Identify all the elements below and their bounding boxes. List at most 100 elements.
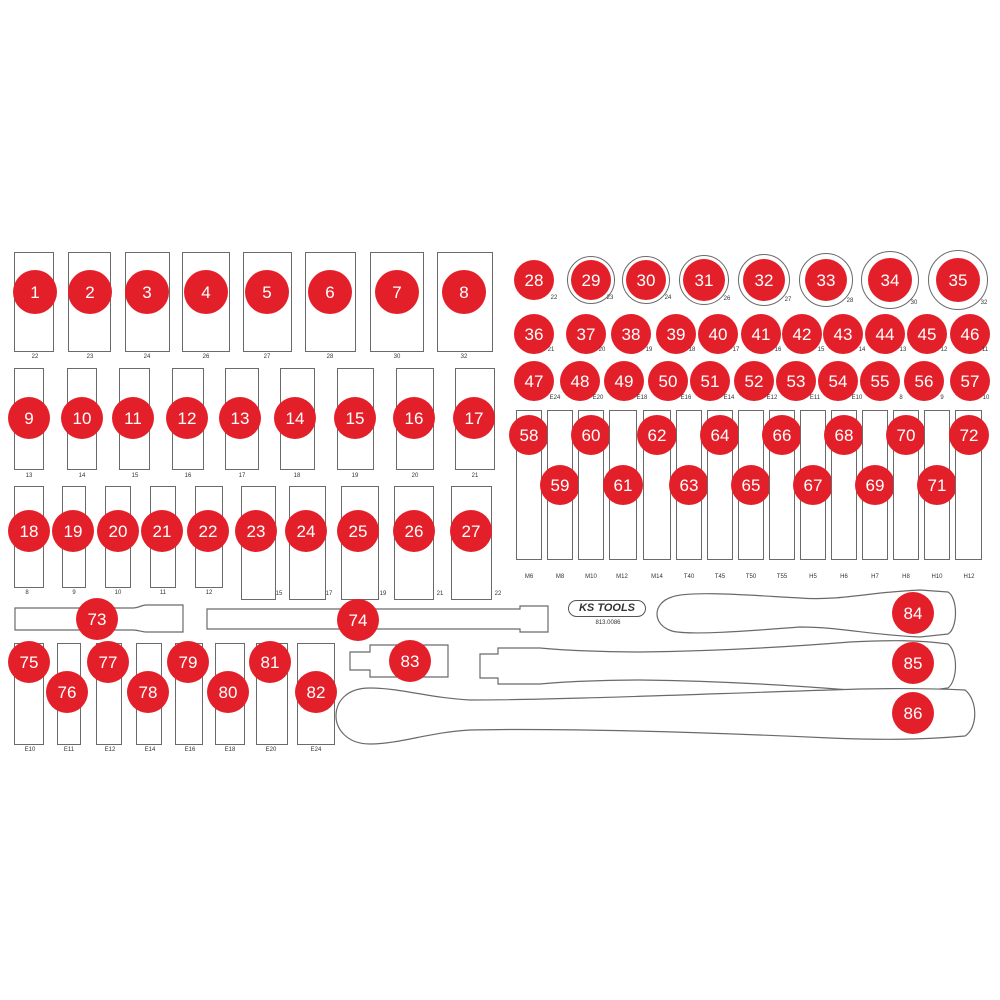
- item-number-badge: 3: [125, 270, 169, 314]
- size-label: E24: [549, 395, 561, 401]
- size-label: T45: [714, 574, 726, 580]
- size-label: 22: [31, 354, 39, 360]
- item-number-badge: 14: [274, 397, 316, 439]
- size-label: 26: [723, 296, 731, 302]
- item-number-badge: 24: [285, 510, 327, 552]
- item-number-badge: 77: [87, 641, 129, 683]
- size-label: H6: [840, 574, 848, 580]
- size-label: 9: [72, 590, 76, 596]
- size-label: 21: [547, 347, 555, 353]
- item-number-badge: 57: [950, 361, 990, 401]
- size-label: E24: [310, 747, 322, 753]
- item-number-badge: 1: [13, 270, 57, 314]
- item-number-badge: 19: [52, 510, 94, 552]
- size-label: 21: [471, 473, 479, 479]
- item-number-badge: 11: [112, 397, 154, 439]
- size-label: 17: [732, 347, 740, 353]
- size-label: 21: [436, 591, 444, 597]
- item-number-badge: 31: [683, 259, 725, 301]
- item-number-badge: 22: [187, 510, 229, 552]
- item-number-badge: 72: [949, 415, 989, 455]
- item-number-badge: 68: [824, 415, 864, 455]
- item-number-badge: 18: [8, 510, 50, 552]
- size-label: E14: [144, 747, 156, 753]
- item-number-badge: 78: [127, 671, 169, 713]
- item-number-badge: 30: [626, 260, 666, 300]
- item-number-badge: 66: [762, 415, 802, 455]
- size-label: 12: [940, 347, 948, 353]
- size-label: 15: [817, 347, 825, 353]
- item-number-badge: 70: [886, 415, 926, 455]
- size-label: 15: [131, 473, 139, 479]
- size-label: 30: [910, 300, 918, 306]
- size-label: 17: [238, 473, 246, 479]
- size-label: 14: [858, 347, 866, 353]
- ratchet-86-outline: [335, 687, 976, 745]
- item-number-badge: 62: [637, 415, 677, 455]
- item-number-badge: 52: [734, 361, 774, 401]
- size-label: H8: [902, 574, 910, 580]
- size-label: T40: [683, 574, 695, 580]
- item-number-badge: 2: [68, 270, 112, 314]
- item-number-badge: 82: [295, 671, 337, 713]
- item-number-badge: 38: [611, 314, 651, 354]
- item-number-badge: 79: [167, 641, 209, 683]
- item-number-badge: 13: [219, 397, 261, 439]
- item-number-badge: 49: [604, 361, 644, 401]
- item-number-badge: 76: [46, 671, 88, 713]
- item-number-badge: 33: [805, 259, 847, 301]
- size-label: 22: [494, 591, 502, 597]
- size-label: M14: [651, 574, 663, 580]
- item-number-badge: 29: [571, 260, 611, 300]
- size-label: 30: [393, 354, 401, 360]
- size-label: 28: [326, 354, 334, 360]
- size-label: 17: [325, 591, 333, 597]
- item-number-badge: 63: [669, 465, 709, 505]
- size-label: 19: [645, 347, 653, 353]
- item-number-badge: 45: [907, 314, 947, 354]
- size-label: 20: [598, 347, 606, 353]
- item-number-badge: 46: [950, 314, 990, 354]
- size-label: H5: [809, 574, 817, 580]
- size-label: 20: [411, 473, 419, 479]
- item-number-badge: 61: [603, 465, 643, 505]
- item-number-badge: 59: [540, 465, 580, 505]
- item-number-badge: 26: [393, 510, 435, 552]
- size-label: E12: [104, 747, 116, 753]
- size-label: 28: [846, 298, 854, 304]
- size-label: 16: [774, 347, 782, 353]
- item-number-badge: 39: [656, 314, 696, 354]
- size-label: E11: [63, 747, 75, 753]
- size-label: 19: [351, 473, 359, 479]
- item-number-badge: 41: [741, 314, 781, 354]
- item-number-badge: 10: [61, 397, 103, 439]
- size-label: E10: [851, 395, 863, 401]
- item-number-badge: 48: [560, 361, 600, 401]
- item-number-badge: 42: [782, 314, 822, 354]
- size-label: M10: [585, 574, 597, 580]
- size-label: E12: [766, 395, 778, 401]
- size-label: 23: [86, 354, 94, 360]
- size-label: 24: [143, 354, 151, 360]
- item-number-badge: 23: [235, 510, 277, 552]
- size-label: 15: [275, 591, 283, 597]
- size-label: M8: [555, 574, 565, 580]
- item-number-badge: 84: [892, 592, 934, 634]
- size-label: 23: [606, 295, 614, 301]
- size-label: H12: [963, 574, 975, 580]
- item-number-badge: 74: [337, 599, 379, 641]
- size-label: M6: [524, 574, 534, 580]
- article-number: 813.0086: [595, 620, 621, 626]
- size-label: H7: [871, 574, 879, 580]
- item-number-badge: 53: [776, 361, 816, 401]
- size-label: E16: [680, 395, 692, 401]
- size-label: 9: [940, 395, 944, 401]
- item-number-badge: 36: [514, 314, 554, 354]
- item-number-badge: 80: [207, 671, 249, 713]
- size-label: 10: [982, 395, 990, 401]
- item-number-badge: 21: [141, 510, 183, 552]
- item-number-badge: 27: [450, 510, 492, 552]
- size-label: 27: [263, 354, 271, 360]
- item-number-badge: 15: [334, 397, 376, 439]
- size-label: 11: [159, 590, 167, 596]
